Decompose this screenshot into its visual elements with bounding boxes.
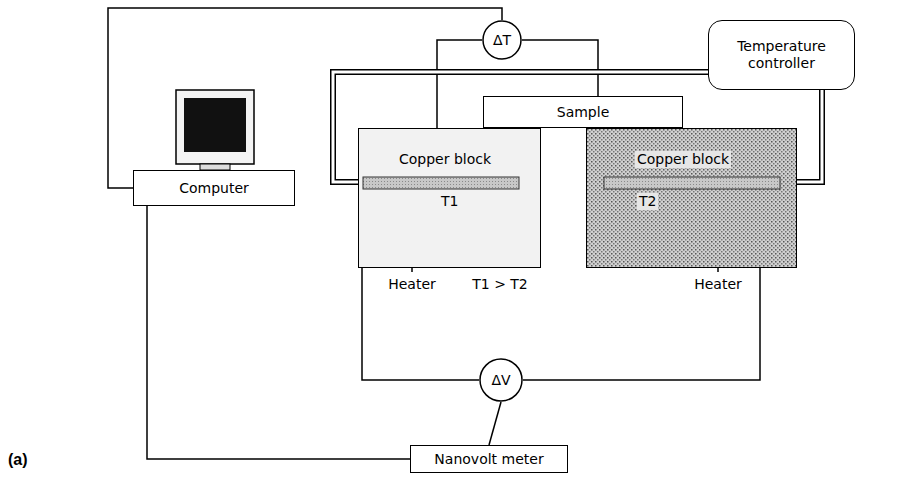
computer-box: Computer [133,170,295,206]
heater-label: Heater [694,276,742,293]
node-label: ΔT [493,32,511,49]
copper-block: Copper blockT1 [358,128,541,268]
node-label: Nanovolt meter [434,451,543,468]
computer-monitor [176,90,254,170]
block-label: Copper block [635,151,731,168]
heater-bar [604,177,780,189]
temperature-controller: Temperature controller [708,20,855,90]
copper-block: Copper blockT2 [586,128,797,268]
nanovolt-meter: Nanovolt meter [410,445,568,473]
temperature-label: T2 [637,193,658,210]
node-label: ΔV [491,372,510,389]
delta-t-meter: ΔT [482,20,522,60]
signal-wire [108,8,502,188]
node-label: Sample [557,104,610,121]
signal-wire [437,40,482,128]
signal-wire [522,40,598,96]
node-label: Computer [179,180,249,197]
heater-cable [797,90,822,182]
signal-wire [362,268,479,380]
signal-wire [523,268,760,380]
temperature-relation: T1 > T2 [472,276,528,293]
block-label: Copper block [399,151,491,168]
temperature-label: T1 [441,193,458,210]
node-label: Temperature controller [723,38,840,72]
heater-label: Heater [388,276,436,293]
delta-v-meter: ΔV [479,358,523,402]
block-fill [587,129,796,267]
signal-wire [489,402,501,445]
panel-label: (a) [8,450,28,469]
sample-bar: Sample [483,96,683,128]
heater-bar [363,177,519,189]
